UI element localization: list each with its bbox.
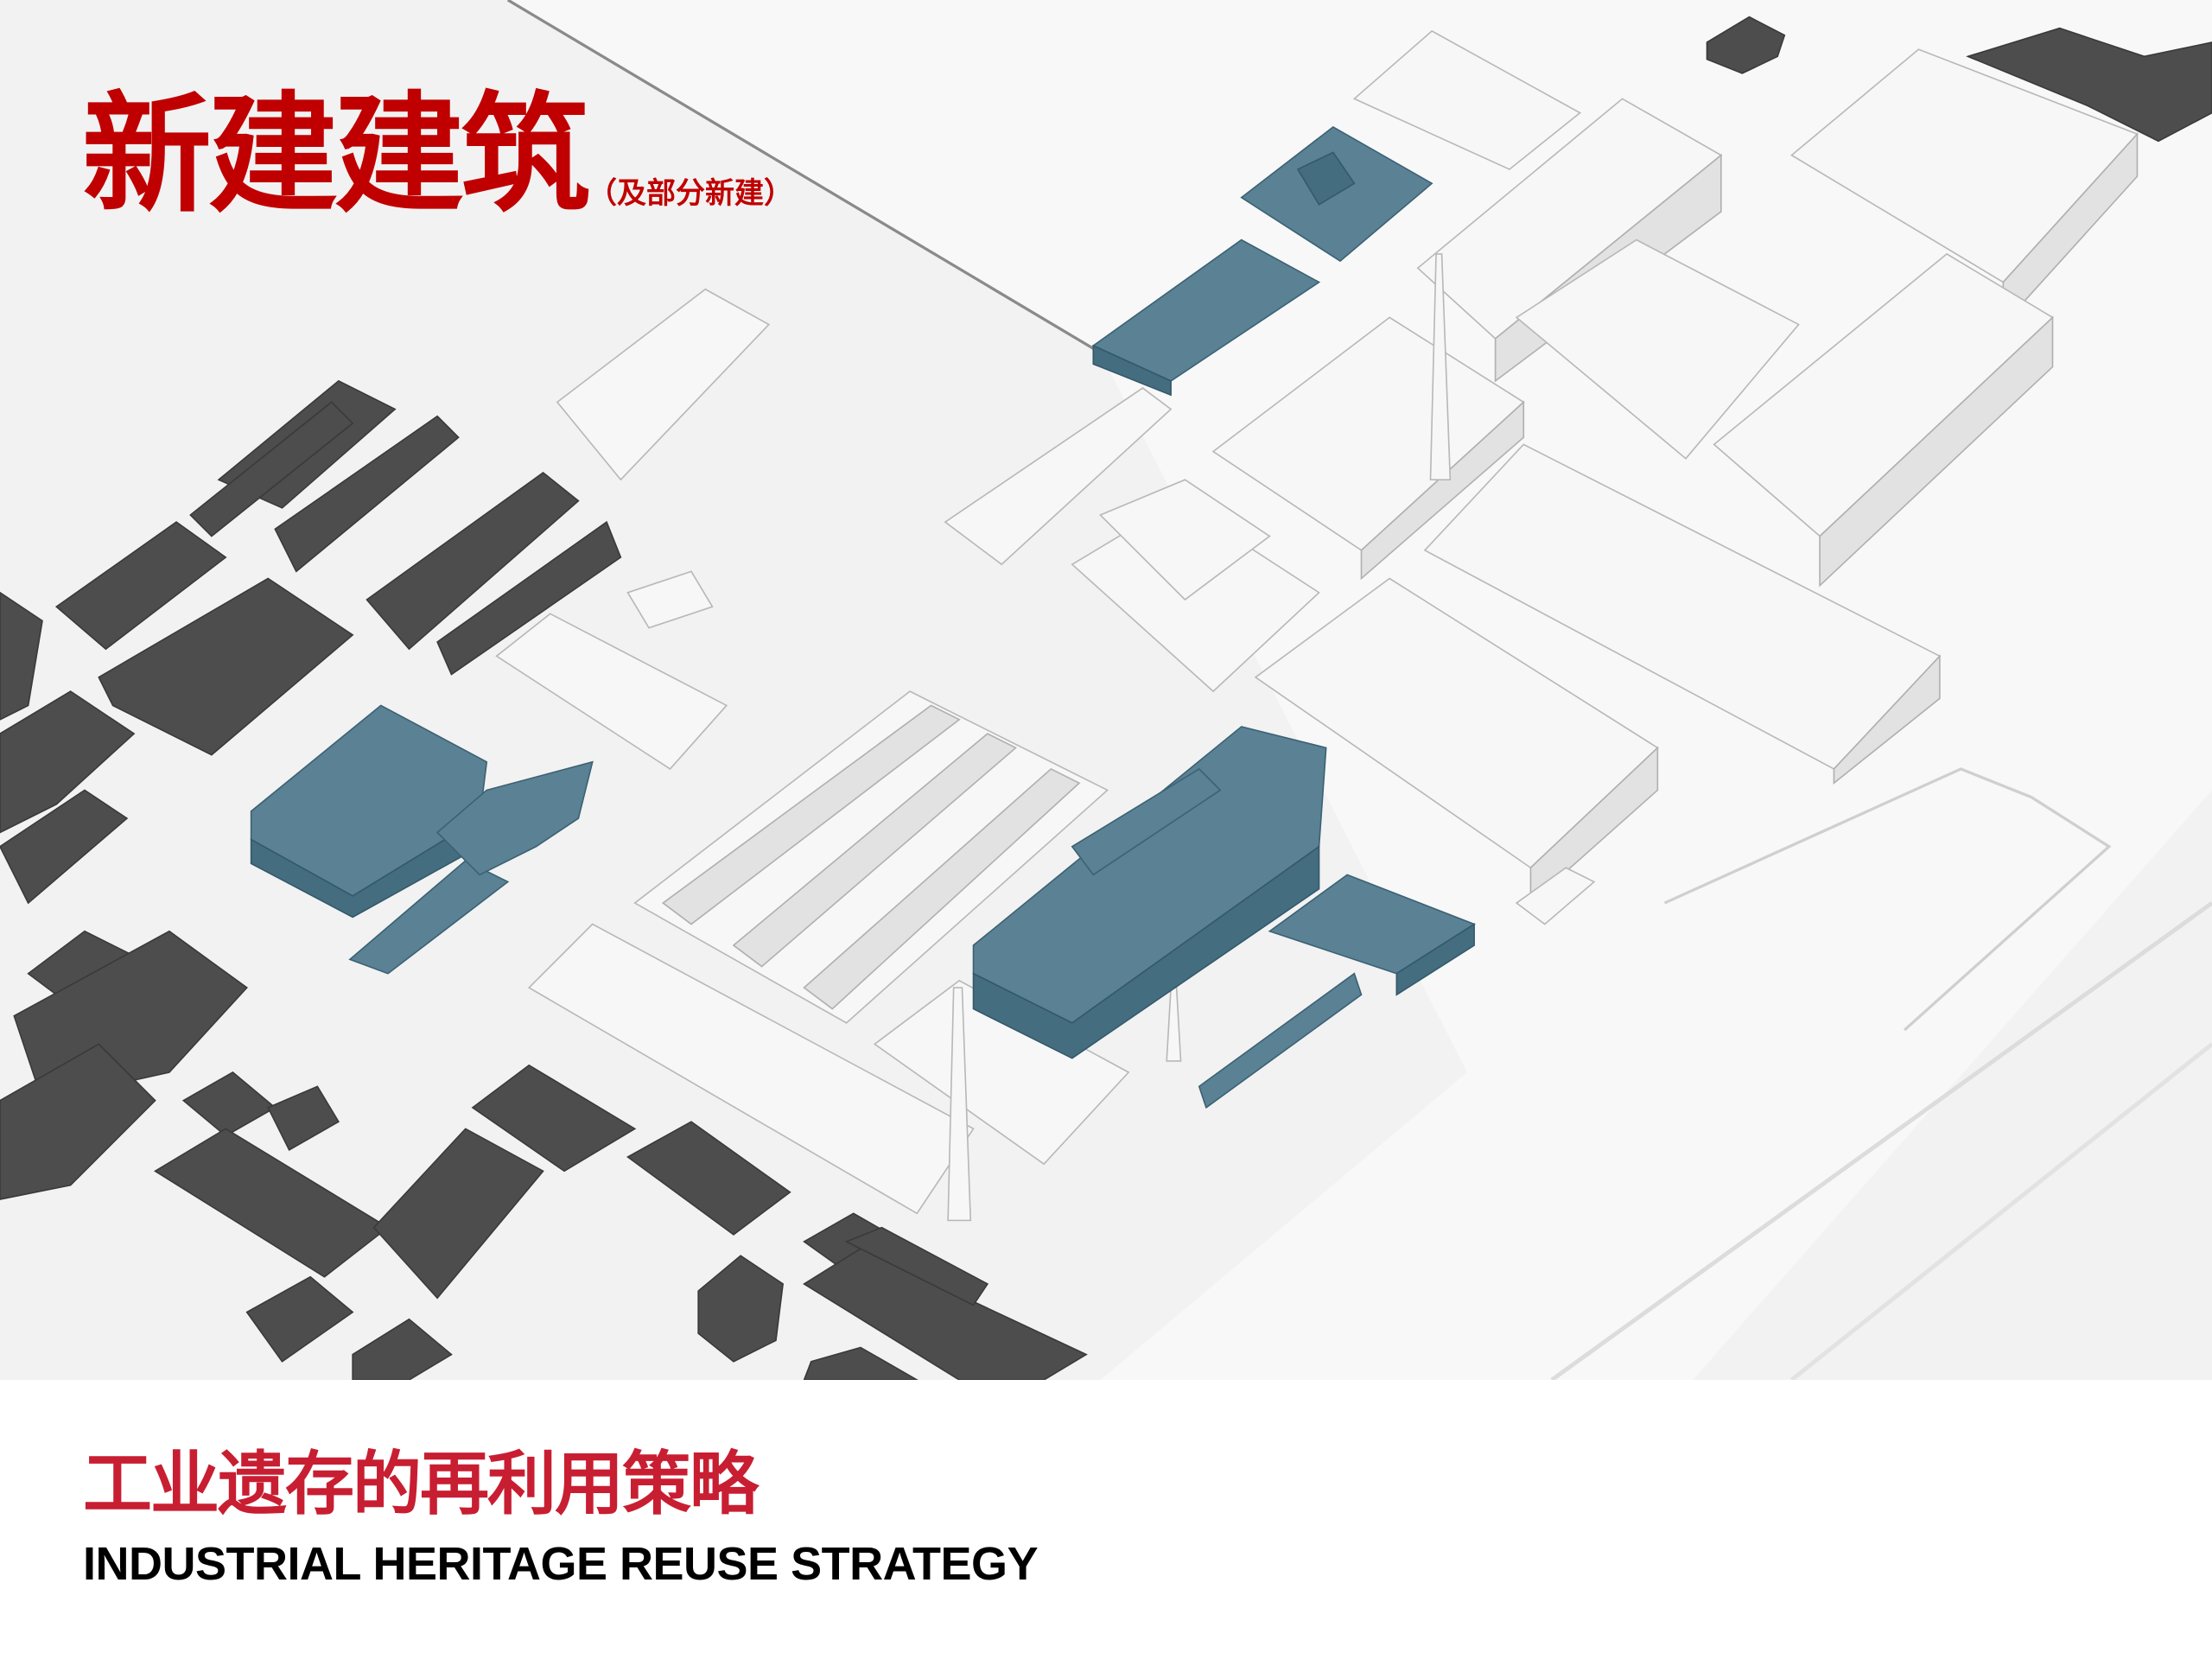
footer-title-english: INDUSTRIAL HERITAGE REUSE STRATEGY [83, 1538, 1039, 1590]
surrounding-buildings [0, 16, 2212, 1380]
footer-title-chinese: 工业遗存的再利用策略 [83, 1444, 759, 1524]
rail-yard-outline [1663, 767, 2112, 1032]
page-title: 新建建筑 [82, 80, 590, 231]
existing-buildings [495, 29, 2139, 1222]
site-boundary-road [506, 0, 1102, 354]
new-buildings [250, 125, 1476, 1109]
page-subtitle: （及部分新建） [588, 176, 793, 211]
road-edge [1789, 1042, 2212, 1380]
road-edge [1550, 901, 2212, 1380]
axonometric-site-model [0, 0, 2212, 1380]
